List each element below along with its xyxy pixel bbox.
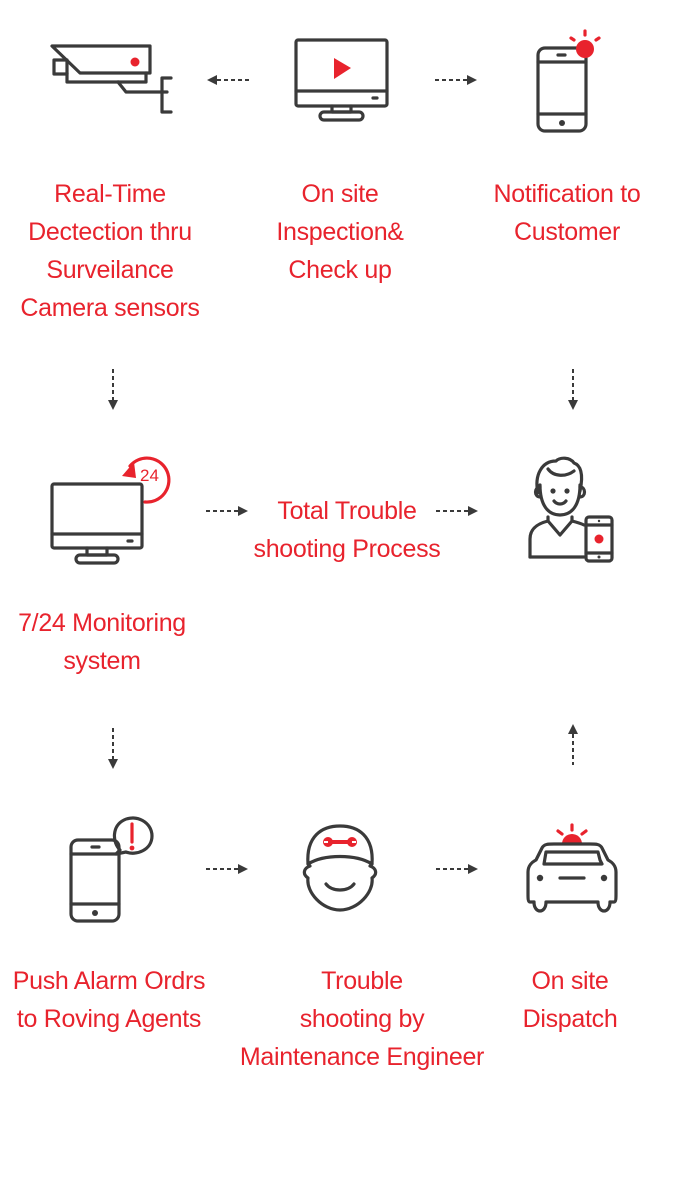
step-label-engineer: Trouble shooting by Maintenance Engineer bbox=[239, 967, 485, 1071]
arrow-right bbox=[435, 75, 477, 85]
engineer-cap-wrench-icon bbox=[302, 824, 378, 912]
arrow-right bbox=[436, 864, 478, 874]
step-label-inspection: On site Inspection& Check up bbox=[276, 180, 404, 284]
smartphone-alert-icon bbox=[536, 29, 601, 133]
customer-with-phone-icon bbox=[528, 456, 614, 563]
monitor-24h-icon: 24 bbox=[50, 456, 171, 565]
step-label-surveillance: Real-Time Dectection thru Surveilance Ca… bbox=[20, 180, 200, 322]
step-label-monitoring: 7/24 Monitoring system bbox=[18, 609, 186, 675]
step-label-push-alarm: Push Alarm Ordrs to Roving Agents bbox=[12, 967, 206, 1033]
cctv-camera-icon bbox=[50, 44, 173, 114]
step-label-dispatch: On site Dispatch bbox=[522, 967, 618, 1033]
arrow-left bbox=[207, 75, 249, 85]
arrow-right bbox=[436, 506, 478, 516]
arrow-down bbox=[108, 369, 118, 410]
arrow-up bbox=[568, 724, 578, 765]
center-label: Total Trouble shooting Process bbox=[253, 497, 441, 563]
step-label-notification: Notification to Customer bbox=[493, 180, 641, 246]
arrow-down bbox=[108, 728, 118, 769]
patrol-car-icon bbox=[526, 823, 618, 913]
arrow-right bbox=[206, 506, 248, 516]
phone-exclamation-icon bbox=[69, 816, 154, 923]
monitor-play-icon bbox=[294, 38, 389, 122]
badge-24: 24 bbox=[140, 466, 159, 485]
arrow-down bbox=[568, 369, 578, 410]
arrow-right bbox=[206, 864, 248, 874]
